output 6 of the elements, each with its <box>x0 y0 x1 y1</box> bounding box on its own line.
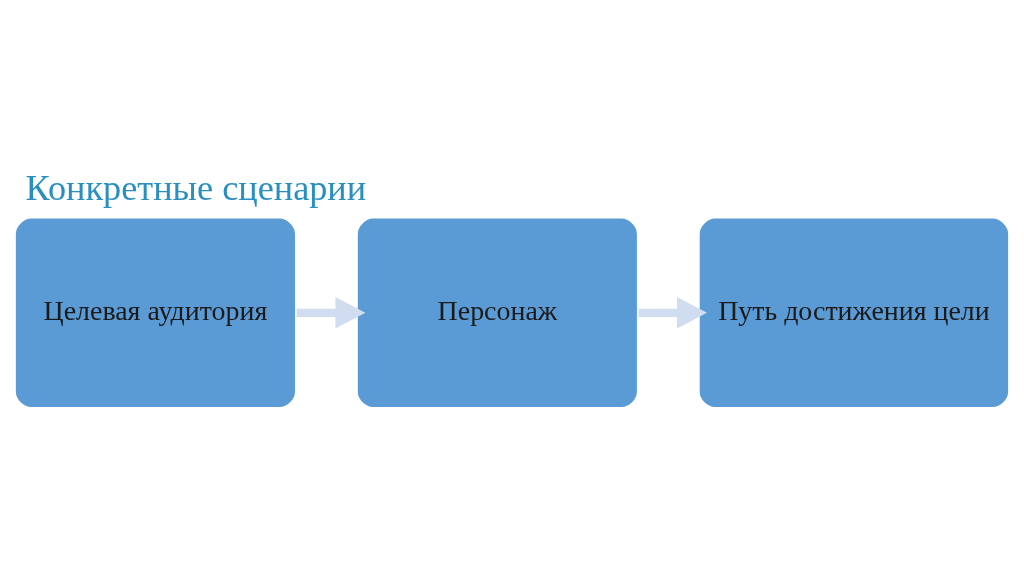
arrow <box>638 297 707 329</box>
arrow <box>296 297 366 329</box>
node-box: Целевая аудитория <box>13 215 298 410</box>
node-box: Персонаж <box>355 215 640 410</box>
diagram-title: Конкретные сценарии <box>25 168 367 209</box>
node-box: Путь достижения цели <box>696 215 1011 410</box>
